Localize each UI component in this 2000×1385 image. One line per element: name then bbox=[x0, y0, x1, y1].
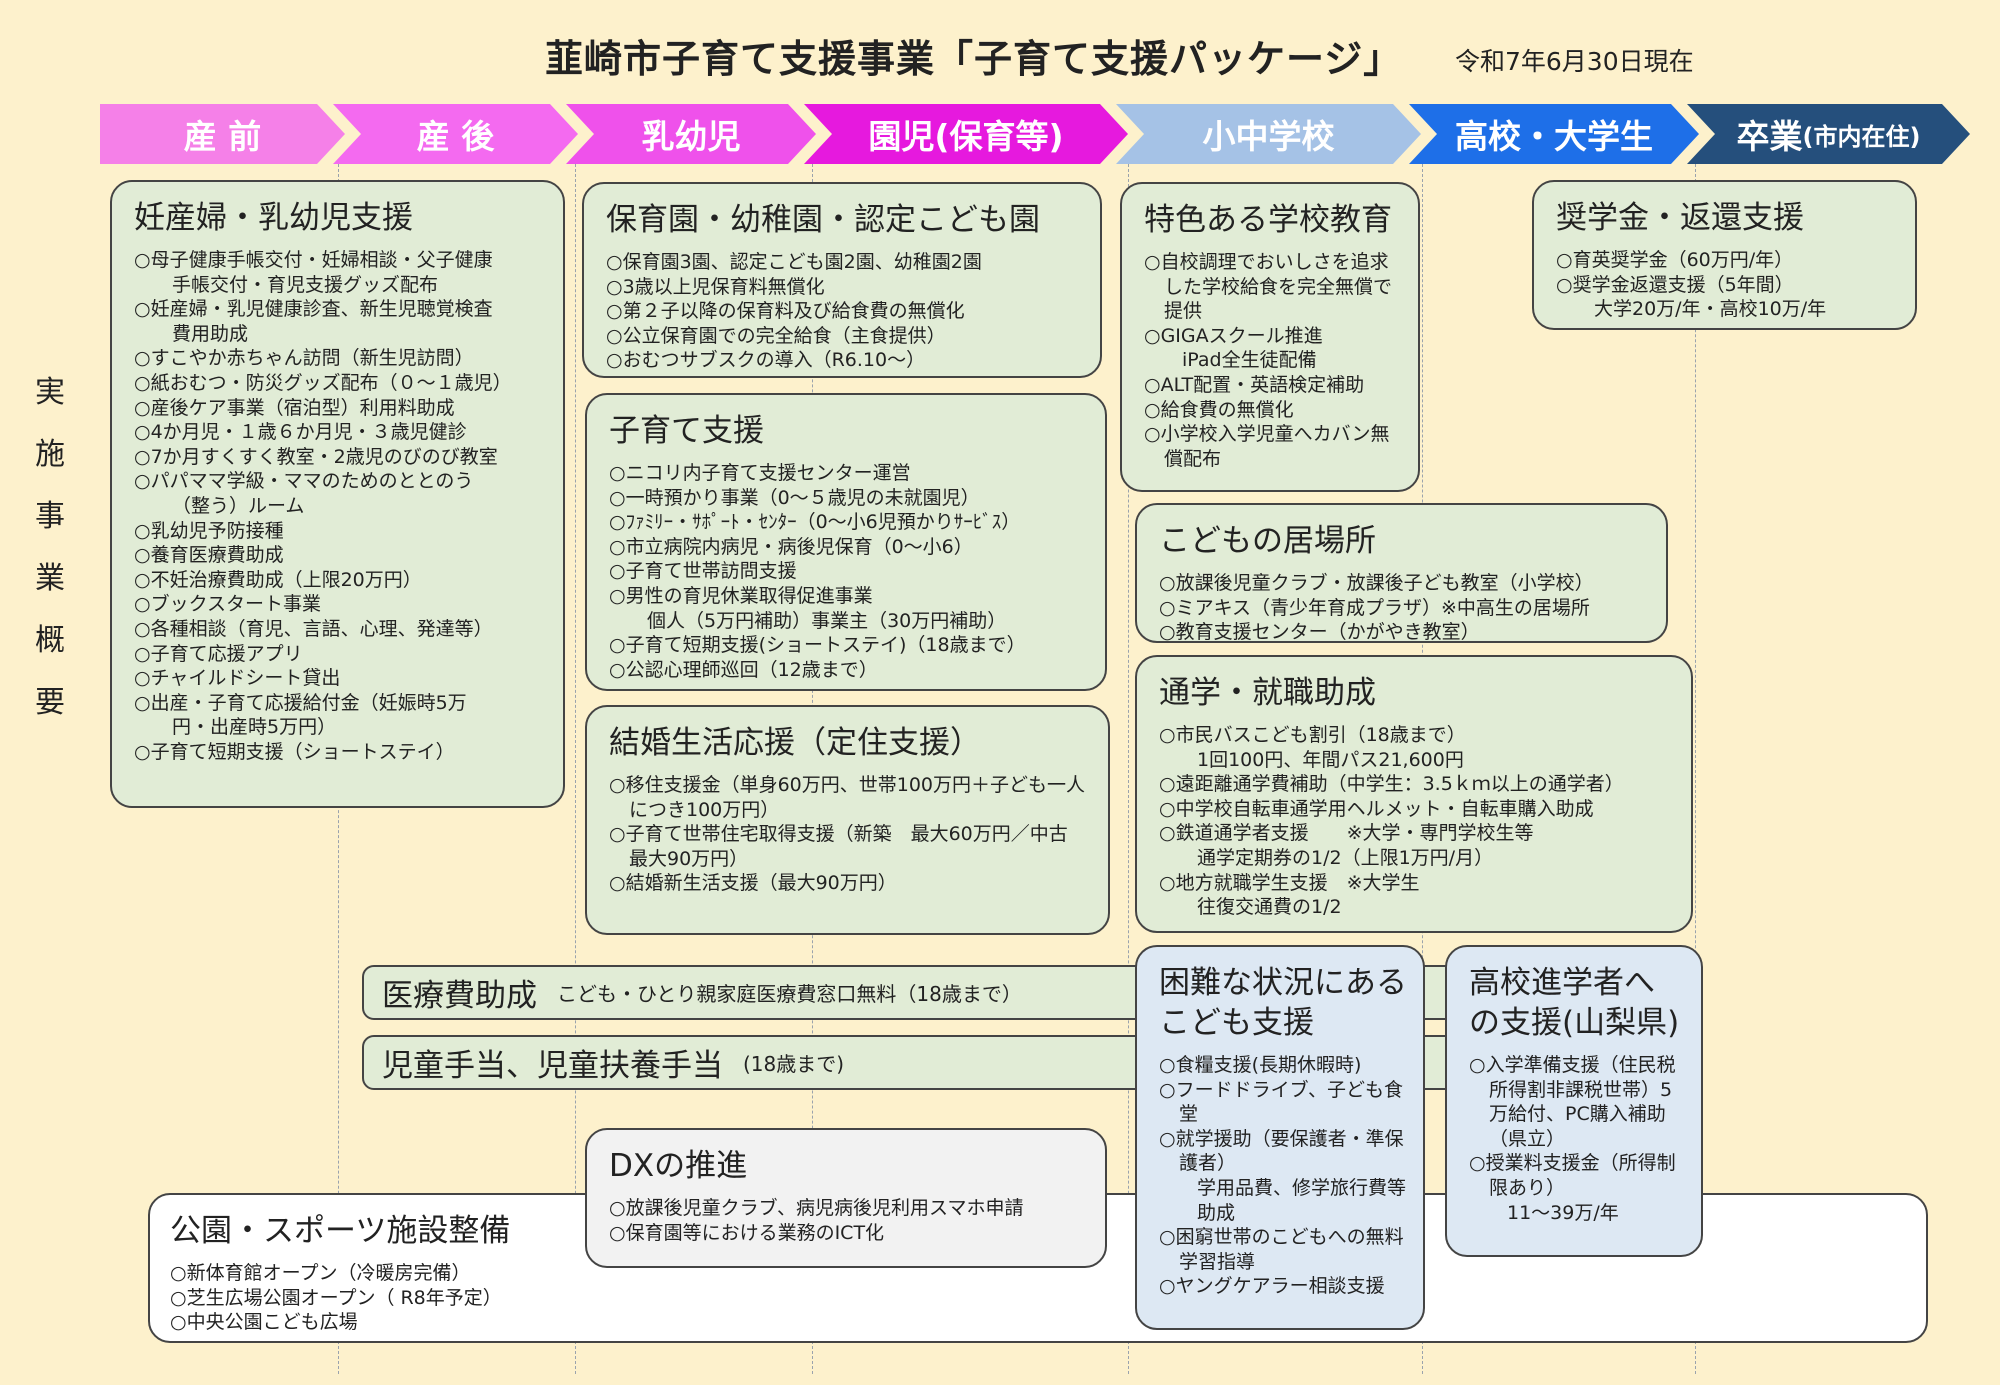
program-item: ○おむつサブスクの導入（R6.10～） bbox=[606, 349, 926, 372]
program-item: ○4か月児・１歳６か月児・３歳児健診 bbox=[134, 421, 467, 444]
program-item: ○各種相談（育児、言語、心理、発達等） bbox=[134, 617, 493, 640]
box-title: 困難な状況にあるこども支援 bbox=[1159, 965, 1407, 1041]
stage-prenatal: 産 前 bbox=[100, 104, 345, 164]
program-item: ○ALT配置・英語検定補助 bbox=[1144, 373, 1365, 396]
box-nursery: 保育園・幼稚園・認定こども園 ○保育園3園、認定こども園2園、幼稚園2園○3歳以上… bbox=[582, 182, 1102, 378]
program-item: ○鉄道通学者支援 ※大学・専門学校生等通学定期券の1/2（上限1万円/月） bbox=[1159, 822, 1534, 869]
box-child-place: こどもの居場所 ○放課後児童クラブ・放課後子ども教室（小学校）○ミアキス（青少年育… bbox=[1135, 503, 1668, 643]
program-item: ○自校調理でおいしさを追求した学校給食を完全無償で提供 bbox=[1144, 251, 1393, 323]
box-childcare-support: 子育て支援 ○ニコリ内子育て支援センター運営○一時預かり事業（0～５歳児の未就園児… bbox=[585, 393, 1107, 691]
program-item: ○不妊治療費助成（上限20万円） bbox=[134, 568, 422, 591]
program-item: ○ヤングケアラー相談支援 bbox=[1159, 1275, 1385, 1298]
program-item: ○奨学金返還支援（5年間）大学20万/年・高校10万/年 bbox=[1556, 273, 1827, 321]
box-title: こどもの居場所 bbox=[1159, 523, 1376, 559]
program-item: ○母子健康手帳交付・妊婦相談・父子健康手帳交付・育児支援グッズ配布 bbox=[134, 249, 493, 296]
program-item: ○ニコリ内子育て支援センター運営 bbox=[609, 462, 911, 484]
program-item: ○ブックスタート事業 bbox=[134, 593, 322, 616]
program-item: ○入学準備支援（住民税所得割非課税世帯）5万給付、PC購入補助（県立） bbox=[1469, 1054, 1676, 1150]
program-item: ○養育医療費助成 bbox=[134, 544, 284, 567]
stage-postnatal: 産 後 bbox=[333, 104, 578, 164]
box-title: DXの推進 bbox=[609, 1148, 748, 1184]
program-item: ○子育て世帯住宅取得支援（新築 最大60万円／中古 最大90万円） bbox=[609, 823, 1087, 870]
program-item: ○3歳以上児保育料無償化 bbox=[606, 275, 825, 298]
program-item: ○産後ケア事業（宿泊型）利用料助成 bbox=[134, 396, 455, 419]
program-item: ○子育て応援アプリ bbox=[134, 642, 303, 665]
program-item: ○就学援助（要保護者・準保護者）学用品費、修学旅行費等助成 bbox=[1159, 1127, 1407, 1224]
guide-line bbox=[1128, 164, 1129, 1374]
program-item: ○食糧支援(長期休暇時) bbox=[1159, 1054, 1362, 1076]
program-item: ○ﾌｧﾐﾘｰ・ｻﾎﾟｰﾄ・ｾﾝﾀｰ（0～小6児預かりｻｰﾋﾞｽ） bbox=[609, 511, 1021, 534]
stage-elementary-junior-high: 小中学校 bbox=[1116, 104, 1421, 164]
program-item: ○チャイルドシート貸出 bbox=[134, 667, 341, 690]
program-item: ○小学校入学児童へカバン無償配布 bbox=[1144, 423, 1390, 470]
program-item: ○結婚新生活支援（最大90万円） bbox=[609, 872, 897, 895]
as-of-date: 令和7年6月30日現在 bbox=[1455, 47, 1694, 76]
box-title: 公園・スポーツ施設整備 bbox=[170, 1213, 511, 1249]
program-item: ○給食費の無償化 bbox=[1144, 398, 1294, 421]
box-title: 特色ある学校教育 bbox=[1144, 202, 1392, 238]
stage-graduation: 卒業(市内在住) bbox=[1687, 104, 1970, 164]
program-item: ○市立病院内病児・病後児保育（0～小6） bbox=[609, 535, 973, 558]
program-item: ○中学校自転車通学用ヘルメット・自転車購入助成 bbox=[1159, 797, 1594, 820]
program-item: ○放課後児童クラブ、病児病後児利用スマホ申請 bbox=[609, 1197, 1024, 1219]
guide-line bbox=[575, 164, 576, 1374]
program-item: ○妊産婦・乳児健康診査、新生児聴覚検査費用助成 bbox=[134, 298, 493, 345]
stage-preschool: 園児(保育等) bbox=[804, 104, 1128, 164]
program-item: ○芝生広場公園オープン（ R8年予定） bbox=[170, 1286, 502, 1309]
box-dx-promotion: DXの推進 ○放課後児童クラブ、病児病後児利用スマホ申請○保育園等における業務のI… bbox=[585, 1128, 1107, 1268]
program-item: ○放課後児童クラブ・放課後子ども教室（小学校） bbox=[1159, 572, 1594, 594]
program-item: ○地方就職学生支援 ※大学生往復交通費の1/2 bbox=[1159, 871, 1420, 919]
side-label: 実施事 業概要 bbox=[35, 375, 65, 720]
program-item: ○紙おむつ・防災グッズ配布（０～１歳児） bbox=[134, 371, 512, 394]
box-title: 保育園・幼稚園・認定こども園 bbox=[606, 202, 1040, 238]
program-item: ○市民バスこども割引（18歳まで）1回100円、年間パス21,600円 bbox=[1159, 724, 1466, 771]
program-item: ○子育て世帯訪問支援 bbox=[609, 560, 797, 583]
program-item: ○男性の育児休業取得促進事業個人（5万円補助）事業主（30万円補助） bbox=[609, 584, 1007, 632]
program-item: ○7か月すくすく教室・2歳児のびのび教室 bbox=[134, 445, 498, 468]
box-title: 奨学金・返還支援 bbox=[1556, 200, 1804, 236]
program-item: ○出産・子育て応援給付金（妊娠時5万円・出産時5万円） bbox=[134, 691, 467, 739]
page-title: 韮崎市子育て支援事業「子育て支援パッケージ」 bbox=[545, 37, 1403, 81]
box-marriage-settlement: 結婚生活応援（定住支援） ○移住支援金（単身60万円、世帯100万円＋子ども一人に… bbox=[585, 705, 1110, 935]
box-commute-employment: 通学・就職助成 ○市民バスこども割引（18歳まで）1回100円、年間パス21,60… bbox=[1135, 655, 1693, 933]
program-item: ○子育て短期支援（ショートステイ） bbox=[134, 740, 455, 763]
program-item: ○移住支援金（単身60万円、世帯100万円＋子ども一人につき100万円） bbox=[609, 774, 1086, 821]
program-item: ○一時預かり事業（0～５歳児の未就園児） bbox=[609, 486, 980, 509]
box-title: 高校進学者への支援(山梨県) bbox=[1469, 965, 1680, 1041]
stage-infant: 乳幼児 bbox=[566, 104, 816, 164]
box-difficult-situation: 困難な状況にあるこども支援○食糧支援(長期休暇時)○フードドライブ、子ども食堂○… bbox=[1135, 945, 1425, 1330]
box-title: 妊産婦・乳幼児支援 bbox=[134, 200, 413, 236]
program-item: ○授業料支援金（所得制限あり）11～39万/年 bbox=[1469, 1152, 1676, 1224]
program-item: ○保育園等における業務のICT化 bbox=[609, 1221, 885, 1244]
program-item: ○困窮世帯のこどもへの無料学習指導 bbox=[1159, 1226, 1404, 1273]
program-item: ○遠距離通学費補助（中学生：3.5ｋｍ以上の通学者） bbox=[1159, 773, 1624, 796]
program-item: ○公立保育園での完全給食（主食提供） bbox=[606, 324, 946, 347]
program-item: ○教育支援センター（かがやき教室） bbox=[1159, 621, 1480, 643]
box-maternal-infant: 妊産婦・乳幼児支援 ○母子健康手帳交付・妊婦相談・父子健康手帳交付・育児支援グッズ… bbox=[110, 180, 565, 808]
program-item: ○新体育館オープン（冷暖房完備） bbox=[170, 1262, 471, 1284]
program-item: ○乳幼児予防接種 bbox=[134, 519, 284, 542]
program-item: ○子育て短期支援(ショートステイ)（18歳まで） bbox=[609, 634, 1026, 657]
box-high-school-entry: 高校進学者への支援(山梨県) ○入学準備支援（住民税所得割非課税世帯）5万給付、P… bbox=[1445, 945, 1703, 1257]
program-item: ○第２子以降の保育料及び給食費の無償化 bbox=[606, 300, 965, 323]
program-item: ○すこやか赤ちゃん訪問（新生児訪問） bbox=[134, 347, 474, 370]
box-school-education: 特色ある学校教育 ○自校調理でおいしさを追求した学校給食を完全無償で提供○GIGA… bbox=[1120, 182, 1420, 492]
program-item: ○ミアキス（青少年育成プラザ）※中高生の居場所 bbox=[1159, 596, 1590, 619]
program-item: ○育英奨学金（60万円/年） bbox=[1556, 249, 1794, 271]
box-title: 結婚生活応援（定住支援） bbox=[609, 725, 981, 761]
program-item: ○公認心理師巡回（12歳まで） bbox=[609, 658, 878, 681]
box-scholarship: 奨学金・返還支援 ○育英奨学金（60万円/年）○奨学金返還支援（5年間）大学20万… bbox=[1532, 180, 1917, 330]
box-title: 子育て支援 bbox=[609, 413, 764, 449]
program-item: ○保育園3園、認定こども園2園、幼稚園2園 bbox=[606, 251, 982, 273]
stage-high-school-university: 高校・大学生 bbox=[1409, 104, 1699, 164]
program-item: ○中央公園こども広場 bbox=[170, 1311, 358, 1334]
program-item: ○パパママ学級・ママのためのととのう（整う）ルーム bbox=[134, 470, 474, 517]
box-title: 通学・就職助成 bbox=[1159, 675, 1376, 711]
program-item: ○フードドライブ、子ども食堂 bbox=[1159, 1078, 1404, 1126]
guide-line bbox=[1695, 164, 1696, 1374]
